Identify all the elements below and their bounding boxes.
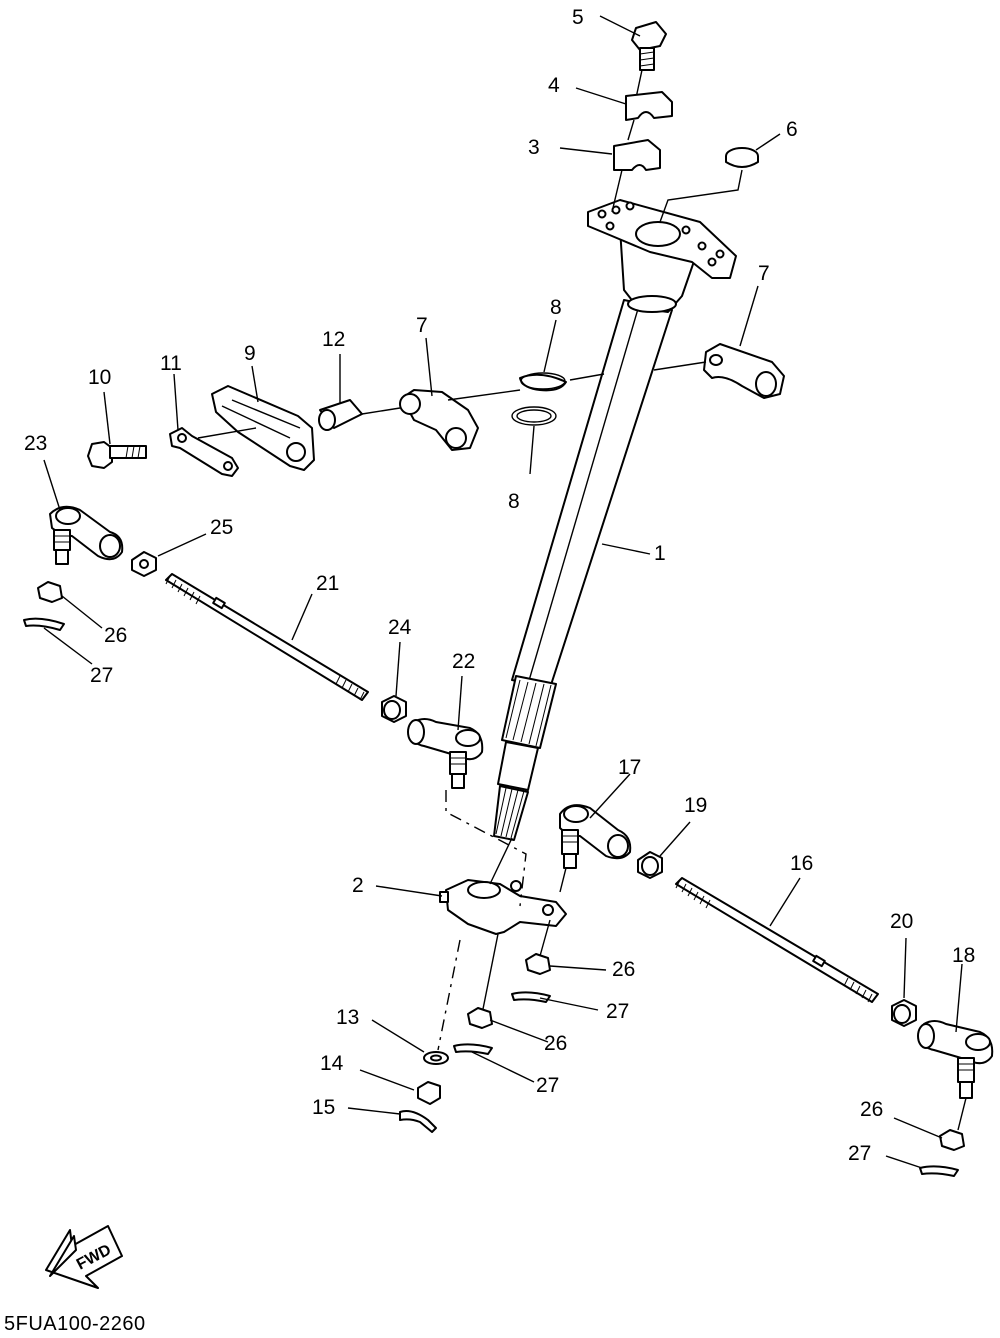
callout-10: 10 bbox=[88, 366, 111, 389]
callout-12: 12 bbox=[322, 328, 345, 351]
washer-13 bbox=[423, 1051, 449, 1065]
callout-27-pitman-a: 27 bbox=[606, 1000, 629, 1023]
callout-7-left: 7 bbox=[416, 314, 428, 337]
callout-26-right: 26 bbox=[860, 1098, 883, 1121]
spacer-12 bbox=[318, 399, 401, 431]
nut-26-pitman-a bbox=[525, 953, 551, 975]
nut-24 bbox=[381, 695, 407, 723]
callout-22: 22 bbox=[452, 650, 475, 673]
callout-20: 20 bbox=[890, 910, 913, 933]
cotter-pin-27-left bbox=[23, 617, 65, 631]
lock-washer-11 bbox=[169, 427, 257, 477]
nut-26-pitman-b bbox=[467, 1007, 493, 1029]
cotter-pin-27-pitman-a bbox=[511, 991, 551, 1003]
tie-rod-end-17 bbox=[559, 804, 632, 869]
steering-column bbox=[493, 227, 701, 841]
callout-14: 14 bbox=[320, 1052, 344, 1075]
nut-19 bbox=[637, 851, 663, 879]
cotter-pin-27-pitman-b bbox=[453, 1043, 493, 1055]
bracket-9 bbox=[211, 385, 315, 471]
clamp-upper-4 bbox=[625, 91, 673, 141]
nut-14 bbox=[417, 1081, 441, 1105]
nut-20 bbox=[891, 999, 917, 1027]
callout-8-lower: 8 bbox=[508, 490, 520, 513]
nut-25 bbox=[131, 551, 157, 577]
tie-rod-16 bbox=[675, 877, 879, 1003]
callout-1: 1 bbox=[654, 542, 666, 565]
callout-25: 25 bbox=[210, 516, 233, 539]
circlip-8-lower bbox=[511, 406, 557, 426]
forward-direction-badge: FWD bbox=[45, 1225, 123, 1289]
callout-13: 13 bbox=[336, 1006, 359, 1029]
clamp-half-7-right bbox=[653, 343, 785, 399]
callout-8-upper: 8 bbox=[550, 296, 562, 319]
callout-27-pitman-b: 27 bbox=[536, 1074, 559, 1097]
callout-16: 16 bbox=[790, 852, 813, 875]
callout-24: 24 bbox=[388, 616, 412, 639]
callout-9: 9 bbox=[244, 342, 256, 365]
callout-18: 18 bbox=[952, 944, 975, 967]
callout-7-right: 7 bbox=[758, 262, 770, 285]
callout-21: 21 bbox=[316, 572, 339, 595]
callout-11: 11 bbox=[160, 352, 182, 375]
clamp-half-7-left bbox=[399, 373, 605, 451]
callout-27-left: 27 bbox=[90, 664, 113, 687]
callout-26-pitman-a: 26 bbox=[612, 958, 635, 981]
bolt-5 bbox=[631, 21, 667, 99]
callout-27-right: 27 bbox=[848, 1142, 871, 1165]
tie-rod-end-22 bbox=[407, 718, 484, 789]
bolt-10 bbox=[87, 441, 147, 469]
leader-lines bbox=[43, 15, 963, 1169]
cotter-pin-15 bbox=[399, 1110, 437, 1133]
assembly-line-pitman bbox=[445, 790, 527, 907]
drawing-code: 5FUA100-2260 bbox=[4, 1313, 146, 1335]
callout-15: 15 bbox=[312, 1096, 335, 1119]
clamp-lower-3 bbox=[611, 139, 661, 213]
circlip-8-upper bbox=[519, 372, 567, 392]
callout-3: 3 bbox=[528, 136, 540, 159]
nut-26-right bbox=[939, 1129, 965, 1151]
callout-23: 23 bbox=[24, 432, 47, 455]
tie-rod-21 bbox=[165, 573, 369, 701]
callout-4: 4 bbox=[548, 74, 560, 97]
callout-26-pitman-b: 26 bbox=[544, 1032, 567, 1055]
nut-26-left bbox=[37, 581, 63, 603]
tie-rod-end-18 bbox=[917, 1020, 994, 1131]
cotter-pin-27-right bbox=[919, 1165, 959, 1177]
handlebar-mount-plate bbox=[587, 199, 737, 279]
callout-2: 2 bbox=[352, 874, 364, 897]
callout-26-left: 26 bbox=[104, 624, 127, 647]
callout-labels: 5 4 3 6 7 7 8 8 9 12 11 10 1 23 25 21 26… bbox=[24, 6, 975, 1165]
callout-17: 17 bbox=[618, 756, 641, 779]
pitman-arm-2 bbox=[439, 879, 567, 935]
callout-19: 19 bbox=[684, 794, 707, 817]
cap-6 bbox=[659, 147, 759, 223]
callout-5: 5 bbox=[572, 6, 584, 29]
tie-rod-end-23 bbox=[49, 505, 124, 565]
callout-6: 6 bbox=[786, 118, 798, 141]
